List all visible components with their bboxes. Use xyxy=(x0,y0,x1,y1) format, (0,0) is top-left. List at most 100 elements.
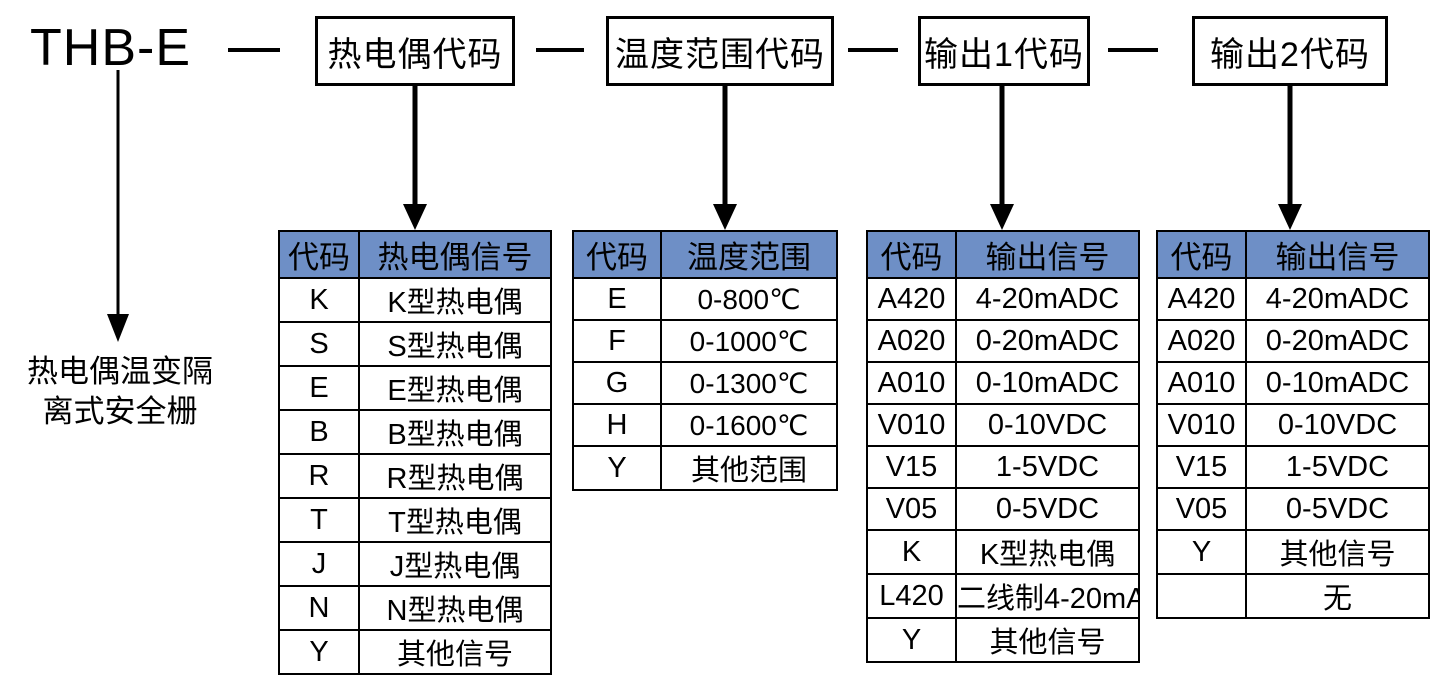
code-box-temperature-range: 温度范围代码 xyxy=(606,16,834,86)
model-code-title: THB-E xyxy=(30,19,191,77)
cell-value: 其他信号 xyxy=(1245,529,1430,575)
cell-code: V15 xyxy=(1156,445,1247,489)
arrow-to-output1-table xyxy=(989,86,1015,230)
cell-value: 4-20mADC xyxy=(1245,277,1430,321)
table-row: 无 xyxy=(1156,573,1430,619)
cell-code xyxy=(1156,573,1247,619)
code-box-output2: 输出2代码 xyxy=(1192,16,1388,86)
cell-code: V15 xyxy=(866,445,957,489)
cell-code: K xyxy=(866,529,957,575)
cell-code: J xyxy=(278,541,360,587)
cell-code: T xyxy=(278,497,360,543)
arrow-shaft xyxy=(116,70,120,316)
cell-code: A010 xyxy=(866,361,957,405)
cell-value: 0-10mADC xyxy=(1245,361,1430,405)
cell-value: 0-10mADC xyxy=(955,361,1140,405)
product-description: 热电偶温变隔 离式安全栅 xyxy=(27,354,213,429)
code-box-label: 温度范围代码 xyxy=(615,35,825,74)
cell-code: H xyxy=(572,403,662,447)
table-header-row: 代码热电偶信号 xyxy=(278,230,552,279)
cell-code: K xyxy=(278,277,360,323)
cell-value: B型热电偶 xyxy=(358,409,552,455)
cell-value: 0-5VDC xyxy=(955,487,1140,531)
cell-value: 0-5VDC xyxy=(1245,487,1430,531)
column-header-output2-1: 输出信号 xyxy=(1245,230,1430,279)
cell-code: A020 xyxy=(866,319,957,363)
cell-code: V010 xyxy=(866,403,957,447)
cell-value: K型热电偶 xyxy=(358,277,552,323)
cell-code: V05 xyxy=(866,487,957,531)
code-box-thermocouple: 热电偶代码 xyxy=(315,16,515,86)
cell-code: F xyxy=(572,319,662,363)
cell-code: V010 xyxy=(1156,403,1247,447)
cell-code: R xyxy=(278,453,360,499)
cell-code: A420 xyxy=(866,277,957,321)
cell-value: 1-5VDC xyxy=(1245,445,1430,489)
cell-value: 0-800℃ xyxy=(660,277,838,321)
arrow-shaft xyxy=(412,86,418,204)
column-header-thermocouple-0: 代码 xyxy=(278,230,360,279)
cell-code: Y xyxy=(278,629,360,675)
arrow-head-icon xyxy=(403,204,427,230)
cell-code: E xyxy=(572,277,662,321)
arrow-to-temperature-table xyxy=(712,86,738,230)
cell-value: J型热电偶 xyxy=(358,541,552,587)
arrow-head-icon xyxy=(713,204,737,230)
cell-value: 其他信号 xyxy=(955,617,1140,663)
cell-value: E型热电偶 xyxy=(358,365,552,411)
cell-value: 0-10VDC xyxy=(955,403,1140,447)
code-box-label: 输出2代码 xyxy=(1210,35,1370,74)
cell-code: A010 xyxy=(1156,361,1247,405)
cell-value: 无 xyxy=(1245,573,1430,619)
cell-value: 0-20mADC xyxy=(1245,319,1430,363)
cell-value: K型热电偶 xyxy=(955,529,1140,575)
cell-code: A420 xyxy=(1156,277,1247,321)
cell-code: S xyxy=(278,321,360,367)
code-box-output1: 输出1代码 xyxy=(918,16,1090,86)
table-header-row: 代码输出信号 xyxy=(1156,230,1430,279)
cell-value: 0-20mADC xyxy=(955,319,1140,363)
arrow-to-thermocouple-table xyxy=(402,86,428,230)
cell-value: 0-10VDC xyxy=(1245,403,1430,447)
cell-code: N xyxy=(278,585,360,631)
column-header-output1-1: 输出信号 xyxy=(955,230,1140,279)
cell-code: B xyxy=(278,409,360,455)
arrow-to-output2-table xyxy=(1277,86,1303,230)
arrow-head-icon xyxy=(107,314,129,342)
column-header-temperature-range-1: 温度范围 xyxy=(660,230,838,279)
table-header-row: 代码温度范围 xyxy=(572,230,838,279)
cell-value: 1-5VDC xyxy=(955,445,1140,489)
arrow-head-icon xyxy=(1278,204,1302,230)
cell-value: 0-1300℃ xyxy=(660,361,838,405)
cell-code: A020 xyxy=(1156,319,1247,363)
code-box-label: 热电偶代码 xyxy=(327,35,503,74)
cell-value: 其他范围 xyxy=(660,445,838,491)
cell-code: V05 xyxy=(1156,487,1247,531)
